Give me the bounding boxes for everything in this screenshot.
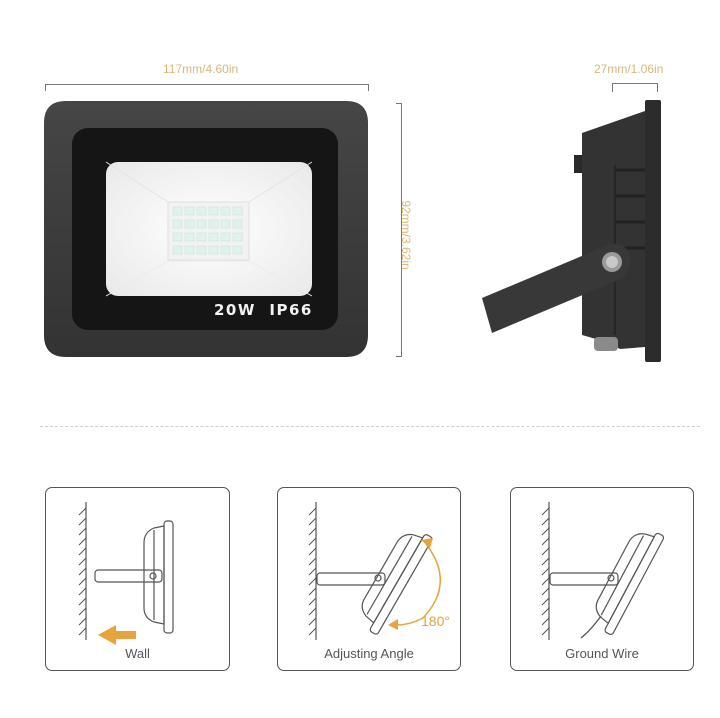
install-card-adjusting-angle: 180° Adjusting Angle [277, 487, 461, 671]
height-dimension-label: 92mm/3.62in [399, 200, 413, 270]
ground-wire-icon [580, 615, 602, 639]
install-card-label: Ground Wire [565, 646, 639, 661]
rotate-arc-icon [391, 543, 441, 626]
depth-dimension-label: 27mm/1.06in [594, 62, 664, 76]
angle-label: 180° [421, 613, 450, 629]
floodlight-side-icon [482, 100, 661, 362]
arrow-left-icon [98, 625, 136, 645]
floodlight-side-view [470, 95, 670, 365]
install-card-label: Adjusting Angle [324, 646, 414, 661]
spec-label: 20W IP66 [214, 301, 313, 319]
depth-dimension-line [612, 83, 658, 92]
floodlight-front-view: 20W IP66 [40, 101, 372, 357]
ground-wire-diagram-icon [541, 502, 665, 640]
width-dimension-label: 117mm/4.60in [163, 62, 239, 76]
floodlight-front-icon [40, 101, 372, 357]
height-dimension-line [396, 103, 402, 357]
install-card-ground-wire: Ground Wire [510, 487, 694, 671]
section-divider [40, 426, 700, 427]
adjusting-angle-diagram-icon: 180° [308, 502, 450, 640]
width-dimension-line [45, 84, 369, 91]
wall-mount-diagram-icon [78, 502, 174, 645]
install-card-wall: Wall [45, 487, 230, 671]
install-card-label: Wall [125, 646, 150, 661]
